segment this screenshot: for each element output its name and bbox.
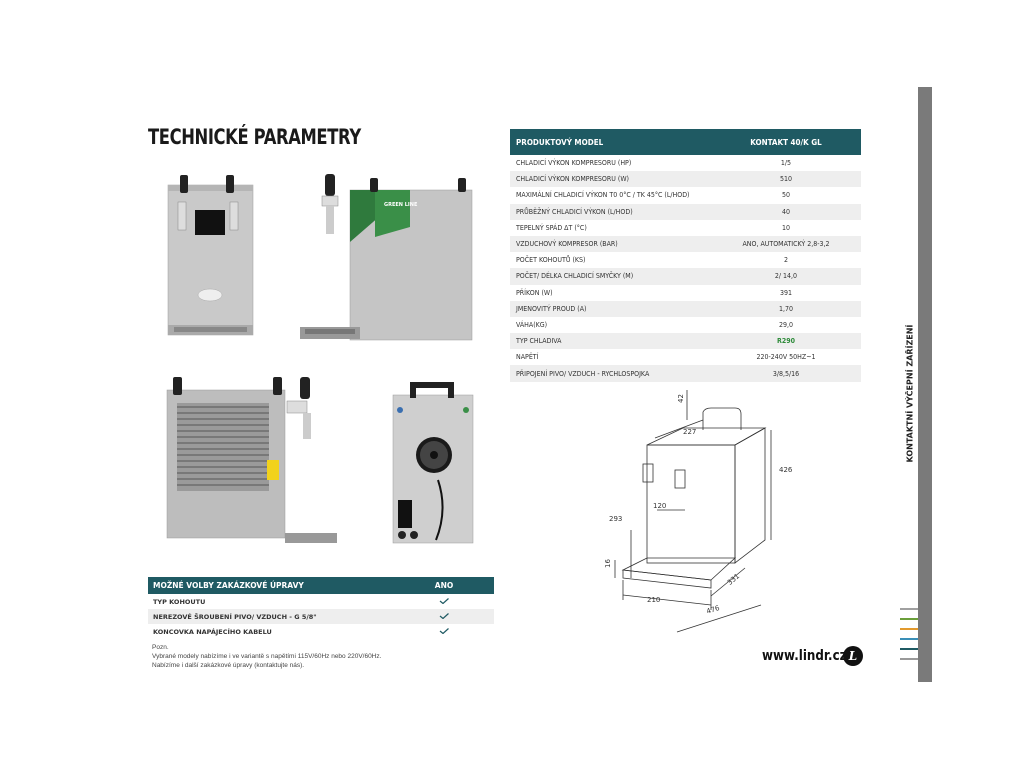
table-row: Jmenovitý proud (A)1,70 (510, 300, 861, 317)
option-label: Nerezové šroubení pivo/ vzduch - G 5/8" (148, 609, 394, 624)
accent-line (900, 628, 918, 630)
dim-42: 42 (677, 394, 685, 403)
option-check-cell (394, 624, 494, 639)
table-row: Vzduchový kompresor (bar)ANO, automatick… (510, 235, 861, 253)
product-photo-rear-grille (166, 377, 337, 543)
spec-label: Napětí (516, 353, 539, 362)
product-photo-front (167, 175, 254, 336)
spec-value: 50 (781, 191, 790, 200)
spec-value: 10 (781, 223, 790, 232)
accent-line (900, 608, 918, 610)
spec-label: Váha(kg) (516, 320, 548, 329)
spec-label: Počet/ délka chladicí smyčky (m) (510, 268, 711, 285)
accent-line (900, 648, 918, 650)
spec-label: Průběžný chladicí výkon (l/hod) (510, 203, 711, 220)
spec-label: Tepelný spád Δt (°C) (516, 223, 587, 232)
spec-value: 3/8,5/16 (711, 365, 861, 382)
spec-value: 510 (711, 171, 861, 188)
table-row: Průběžný chladicí výkon (l/hod)40 (510, 203, 861, 220)
spec-label: Maximální chladicí výkon t0 0°C / tk 45°… (516, 191, 690, 200)
table-row: Příkon (W) 391 (510, 285, 861, 301)
spec-table: PRODUKTOVÝ MODEL KONTAKT 40/K GL Chladic… (510, 129, 861, 382)
spec-header-label: PRODUKTOVÝ MODEL (510, 129, 711, 155)
spec-value: ANO, automatický 2,8-3,2 (711, 235, 861, 253)
footnote-heading: Pozn. (152, 644, 169, 651)
spec-value: 40 (711, 203, 861, 220)
page-title: TECHNICKÉ PARAMETRY (148, 125, 361, 149)
table-row: Počet kohoutů (ks) 2 (510, 252, 861, 268)
checkmark-icon (439, 627, 449, 634)
accent-line (900, 658, 918, 660)
dim-210: 210 (647, 596, 660, 604)
spec-value-highlight: R290 (711, 333, 861, 350)
spec-value: 1,70 (711, 300, 861, 317)
spec-label: Vzduchový kompresor (bar) (510, 235, 711, 253)
table-row: Maximální chladicí výkon t0 0°C / tk 45°… (510, 187, 861, 203)
side-label-text: KONTAKTNÍ VÝČEPNÍ ZAŘÍZENÍ (905, 324, 915, 463)
spec-value: 29,0 (778, 320, 794, 329)
table-row: Tepelný spád Δt (°C) 10 (510, 220, 861, 236)
spec-value: 2/ 14,0 (711, 268, 861, 285)
options-table-header: MOŽNÉ VOLBY ZAKÁZKOVÉ ÚPRAVY ANO (148, 577, 494, 594)
dim-16: 16 (604, 559, 612, 568)
product-photo-side: GREEN LINE (300, 174, 473, 341)
table-row: Koncovka napájecího kabelu (148, 624, 494, 639)
side-bar (918, 87, 932, 682)
dim-331: 331 (726, 572, 741, 587)
side-label: KONTAKTNÍ VÝČEPNÍ ZAŘÍZENÍ (900, 325, 915, 465)
dim-476: 476 (705, 604, 721, 616)
footnote-line: Vybrané modely nabízíme i ve variantě s … (152, 653, 382, 660)
table-row: Váha(kg) 29,0 (510, 317, 861, 333)
spec-label: Příkon (W) (516, 288, 553, 297)
table-row: Chladicí výkon kompresoru (HP) 1/5 (510, 155, 861, 171)
options-header-value: ANO (394, 577, 494, 594)
table-row: Počet/ délka chladicí smyčky (m)2/ 14,0 (510, 268, 861, 285)
product-photo-back-fan (392, 382, 474, 544)
dim-120: 120 (653, 502, 666, 510)
options-header-label: MOŽNÉ VOLBY ZAKÁZKOVÉ ÚPRAVY (148, 577, 394, 594)
spec-table-header: PRODUKTOVÝ MODEL KONTAKT 40/K GL (510, 129, 861, 155)
options-table: MOŽNÉ VOLBY ZAKÁZKOVÉ ÚPRAVY ANO Typ koh… (148, 577, 494, 639)
spec-value: 1/5 (780, 159, 792, 168)
dim-293: 293 (609, 515, 622, 523)
table-row: Chladicí výkon kompresoru (W)510 (510, 171, 861, 188)
spec-label: Typ chladiva (510, 333, 711, 350)
table-row: Typ kohoutu (148, 594, 494, 609)
accent-line (900, 638, 918, 640)
dimension-drawing: 42 227 426 120 293 16 331 210 476 (604, 390, 793, 633)
dim-426: 426 (779, 466, 793, 474)
table-row: Připojení pivo/ vzduch - rychlospojka3/8… (510, 365, 861, 382)
footnote: Pozn. Vybrané modely nabízíme i ve varia… (152, 643, 492, 670)
green-line-badge: GREEN LINE (384, 202, 418, 208)
option-check-cell (394, 609, 494, 624)
lindr-logo: L (843, 646, 863, 666)
table-row: Nerezové šroubení pivo/ vzduch - G 5/8" (148, 609, 494, 624)
spec-label: Chladicí výkon kompresoru (HP) (516, 159, 632, 168)
spec-label: Připojení pivo/ vzduch - rychlospojka (510, 365, 711, 382)
option-check-cell (394, 594, 494, 609)
checkmark-icon (439, 597, 449, 604)
dim-227: 227 (683, 428, 696, 436)
spec-value: 391 (779, 288, 793, 297)
website-link[interactable]: www.lindr.cz (762, 648, 847, 664)
spec-label: Chladicí výkon kompresoru (W) (510, 171, 711, 188)
checkmark-icon (439, 612, 449, 619)
accent-line (900, 618, 918, 620)
option-label: Typ kohoutu (153, 597, 206, 606)
option-label: Koncovka napájecího kabelu (153, 627, 272, 636)
spec-label: Jmenovitý proud (A) (510, 300, 711, 317)
table-row: Napětí 220-240V 50Hz~1 (510, 349, 861, 365)
footnote-line: Nabízíme i další zakázkové úpravy (konta… (152, 662, 305, 669)
spec-header-value: KONTAKT 40/K GL (711, 129, 861, 155)
table-row: Typ chladivaR290 (510, 333, 861, 350)
spec-label: Počet kohoutů (ks) (516, 256, 586, 265)
spec-value: 220-240V 50Hz~1 (756, 353, 816, 362)
spec-value: 2 (783, 256, 788, 265)
